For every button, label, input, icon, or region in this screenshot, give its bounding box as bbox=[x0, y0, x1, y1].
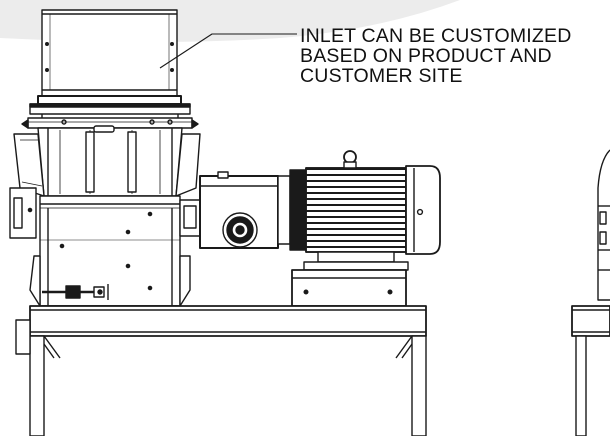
coupling-fan-icon bbox=[222, 212, 258, 248]
support-frame bbox=[15, 305, 427, 436]
callout-line-3: CUSTOMER SITE bbox=[300, 65, 463, 87]
coupling-guard bbox=[199, 171, 279, 249]
lifting-eye-icon bbox=[343, 150, 357, 164]
electric-motor bbox=[277, 150, 441, 307]
mill-housing bbox=[9, 117, 201, 315]
latch-handle bbox=[42, 284, 109, 300]
inlet-flange bbox=[29, 95, 191, 120]
partial-side-view bbox=[571, 149, 610, 436]
callout-leader-line bbox=[159, 33, 297, 69]
inlet-chute bbox=[41, 9, 178, 97]
inlet-callout-note: INLET CAN BE CUSTOMIZED BASED ON PRODUCT… bbox=[300, 26, 610, 86]
callout-line-2: BASED ON PRODUCT AND bbox=[300, 45, 552, 67]
callout-line-1: INLET CAN BE CUSTOMIZED bbox=[300, 25, 572, 47]
